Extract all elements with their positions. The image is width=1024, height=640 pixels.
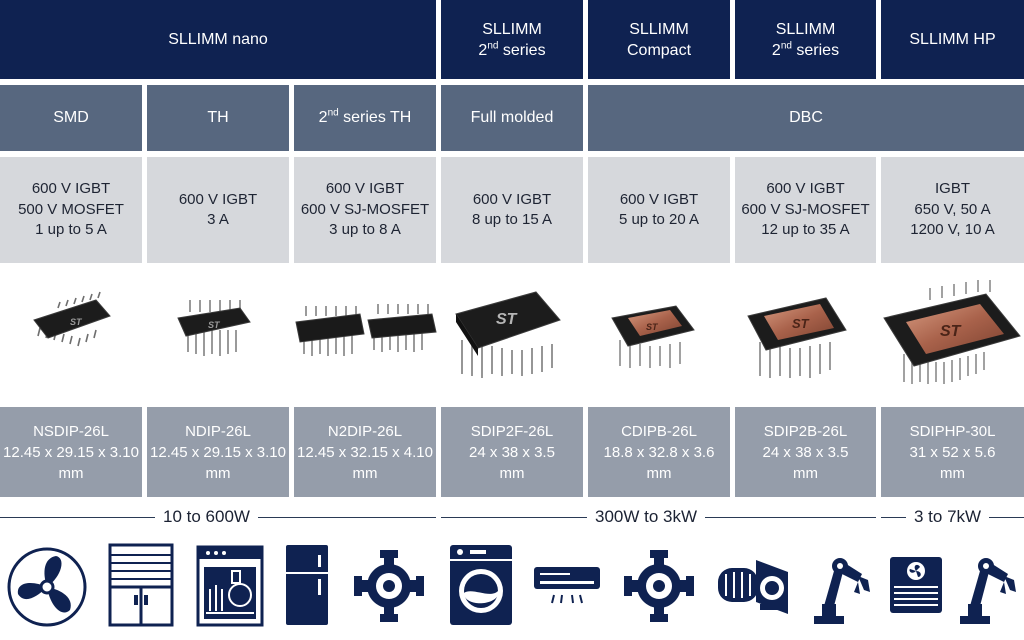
family-header-sllimm-hp: SLLIMM HP — [881, 0, 1024, 79]
family-series: 2nd series — [478, 40, 546, 59]
family-name: SLLIMM — [482, 20, 542, 38]
family-variant: Compact — [626, 41, 692, 59]
subtype-th: TH — [147, 85, 289, 151]
refrigerator-icon — [286, 545, 328, 625]
family-series: 2nd series — [771, 40, 840, 59]
pump-icon — [354, 550, 424, 622]
chip-sdiphp-30l: ST — [883, 280, 1021, 384]
pump-icon — [624, 550, 694, 622]
st-logo-text: ST — [940, 323, 962, 340]
st-logo-text: ST — [208, 320, 221, 330]
subtype-dbc: DBC — [588, 85, 1024, 151]
family-name: SLLIMM — [629, 20, 689, 38]
subtype-2nd-series-th: 2nd series TH — [294, 85, 436, 151]
power-range-label-mid: 300W to 3kW — [587, 506, 706, 528]
robot-arm-icon — [814, 558, 870, 624]
chip-nsdip-26l: ST — [33, 291, 111, 347]
st-logo-text: ST — [70, 317, 83, 327]
subtype-smd: SMD — [0, 85, 142, 151]
chip-images: ST ST ST ST — [33, 280, 1021, 384]
family-header-sllimm-2nd-series: SLLIMM 2nd series — [441, 0, 583, 79]
st-logo-text: ST — [496, 311, 518, 328]
chip-ndip-26l: ST — [177, 300, 251, 356]
chip-n2dip-26l — [295, 304, 437, 356]
chip-sdip2f-26l: ST — [455, 291, 561, 378]
motor-icon — [718, 560, 788, 614]
family-name: SLLIMM — [775, 20, 836, 38]
family-header-sllimm-compact: SLLIMM Compact — [588, 0, 730, 79]
robot-arm-icon — [960, 558, 1016, 624]
dishwasher-icon — [196, 545, 264, 627]
air-conditioner-icon — [534, 567, 600, 604]
st-logo-text: ST — [792, 316, 810, 331]
chip-sdip2b-26l: ST — [747, 297, 847, 378]
subtype-full-molded: Full molded — [441, 85, 583, 151]
fan-icon — [7, 547, 87, 627]
refrigerated-cabinet-icon — [108, 543, 174, 627]
hvac-outdoor-unit-icon — [890, 557, 942, 613]
family-header-sllimm-2nd-series-dbc: SLLIMM 2nd series — [735, 0, 876, 79]
st-logo-text: ST — [646, 322, 659, 332]
washing-machine-icon — [450, 545, 512, 625]
family-name: SLLIMM nano — [168, 31, 268, 48]
chip-cdipb-26l: ST — [611, 305, 695, 368]
family-name: SLLIMM HP — [909, 31, 996, 48]
power-range-label-low: 10 to 600W — [155, 506, 258, 528]
power-range-label-high: 3 to 7kW — [906, 506, 990, 528]
family-header-sllimm-nano: SLLIMM nano — [0, 0, 436, 79]
